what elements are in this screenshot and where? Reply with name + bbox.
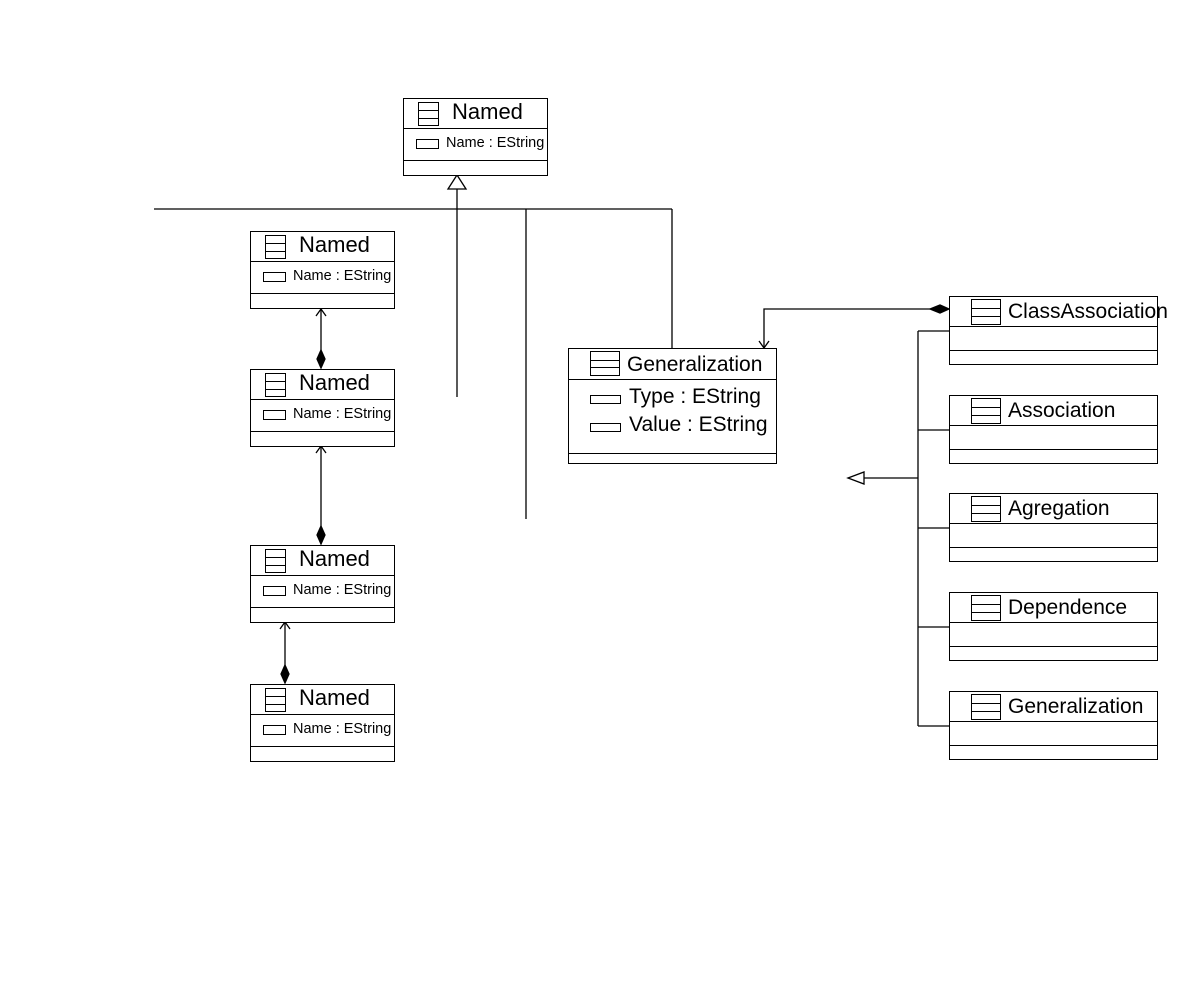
class-classassociation[interactable]: ClassAssociation [949, 296, 1168, 365]
class-name: Association [1008, 399, 1116, 422]
class-icon [265, 373, 286, 397]
class-icon [971, 496, 1001, 522]
attribute-compartment: Name : EString [251, 715, 394, 747]
class-named-1[interactable]: Named Name : EString [250, 231, 395, 309]
class-generalization-mid[interactable]: Generalization Type : EString Value : ES… [568, 348, 777, 464]
composition-diamond-1 [316, 348, 326, 370]
composition-diamond-classassoc [928, 304, 951, 314]
class-name: Generalization [1008, 695, 1144, 718]
attribute-compartment [950, 426, 1157, 450]
class-name: ClassAssociation [1008, 300, 1168, 323]
class-header: Agregation [950, 494, 1157, 524]
class-agregation[interactable]: Agregation [949, 493, 1158, 562]
class-named-2[interactable]: Named Name : EString [250, 369, 395, 447]
attribute-compartment [950, 623, 1157, 647]
class-header: Generalization [569, 349, 776, 380]
attribute-compartment: Name : EString [251, 400, 394, 432]
attribute-compartment: Name : EString [404, 129, 547, 161]
composition-diamond-3 [280, 663, 290, 685]
attribute-compartment: Type : EString Value : EString [569, 380, 776, 454]
attribute-text: Name : EString [293, 721, 392, 737]
attribute-text: Type : EString [629, 385, 761, 408]
class-name: Dependence [1008, 596, 1128, 619]
class-header: ClassAssociation [950, 297, 1168, 327]
class-icon [418, 102, 439, 126]
attribute-icon [416, 139, 439, 149]
class-header: Association [950, 396, 1157, 426]
attribute-compartment: Name : EString [251, 576, 394, 608]
composition-diamond-2 [316, 524, 326, 546]
attribute-text: Name : EString [446, 135, 545, 151]
class-icon [971, 694, 1001, 720]
attribute-row[interactable]: Type : EString [569, 380, 776, 417]
class-named-top[interactable]: Named Name : EString [403, 98, 548, 176]
class-header: Named [251, 232, 394, 262]
attribute-text: Name : EString [293, 582, 392, 598]
composition-line-classassoc [763, 308, 930, 348]
class-named-3[interactable]: Named Name : EString [250, 545, 395, 623]
attribute-compartment [950, 722, 1157, 746]
class-name: Named [299, 685, 370, 710]
arrowhead-1 [315, 307, 327, 317]
class-header: Named [251, 546, 394, 576]
inheritance-triangle [446, 173, 468, 190]
class-icon [971, 595, 1001, 621]
attribute-icon [263, 725, 286, 735]
class-header: Named [404, 99, 547, 129]
attribute-text: Value : EString [629, 413, 768, 436]
attribute-row[interactable]: Value : EString [569, 412, 776, 449]
class-name: Named [299, 232, 370, 257]
attribute-icon [263, 586, 286, 596]
class-named-4[interactable]: Named Name : EString [250, 684, 395, 762]
class-icon [265, 549, 286, 573]
class-name: Named [452, 99, 523, 124]
attribute-icon [263, 272, 286, 282]
class-name: Named [299, 546, 370, 571]
attribute-text: Name : EString [293, 268, 392, 284]
class-icon [265, 235, 286, 259]
attribute-icon [590, 423, 621, 432]
class-generalization-right[interactable]: Generalization [949, 691, 1158, 760]
attribute-compartment [950, 524, 1157, 548]
attribute-text: Name : EString [293, 406, 392, 422]
attribute-icon [590, 395, 621, 404]
class-icon [590, 351, 620, 376]
class-icon [971, 299, 1001, 325]
class-icon [265, 688, 286, 712]
attribute-icon [263, 410, 286, 420]
class-name: Named [299, 370, 370, 395]
class-name: Generalization [627, 353, 763, 376]
right-inheritance-triangle [846, 471, 865, 485]
class-header: Named [251, 685, 394, 715]
class-dependence[interactable]: Dependence [949, 592, 1158, 661]
class-header: Dependence [950, 593, 1157, 623]
attribute-compartment [950, 327, 1157, 351]
class-name: Agregation [1008, 497, 1110, 520]
attribute-compartment: Name : EString [251, 262, 394, 294]
class-header: Named [251, 370, 394, 400]
class-association[interactable]: Association [949, 395, 1158, 464]
class-icon [971, 398, 1001, 424]
class-header: Generalization [950, 692, 1157, 722]
